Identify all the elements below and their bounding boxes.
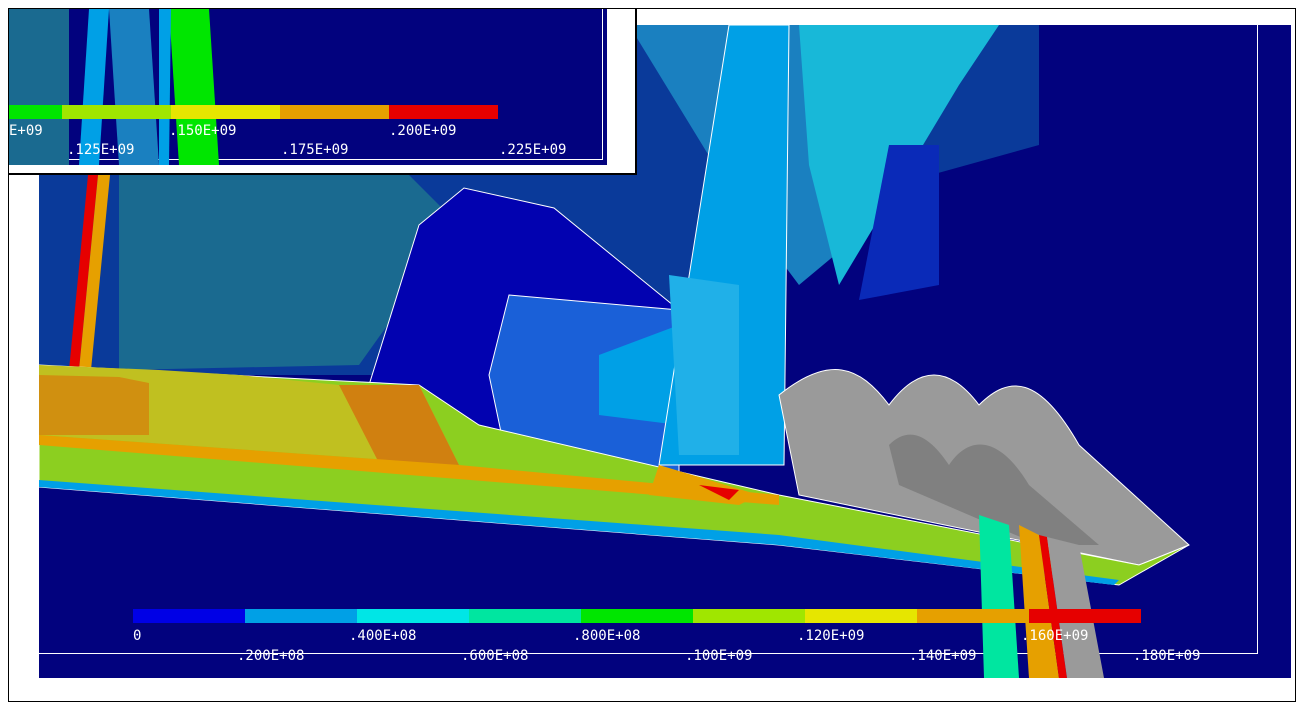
legend-swatch xyxy=(917,609,1029,623)
band-lower-teal xyxy=(979,515,1019,678)
field-red-strip xyxy=(69,165,99,370)
legend-label: .180E+09 xyxy=(1133,648,1200,664)
legend-label: .120E+09 xyxy=(797,628,864,644)
legend-label: 0 xyxy=(133,628,141,644)
legend-label: .150E+09 xyxy=(169,123,236,139)
legend-swatch xyxy=(357,609,469,623)
legend-label: .125E+09 xyxy=(67,142,134,158)
inset-blue-strip xyxy=(79,9,109,165)
legend-label: .400E+08 xyxy=(349,628,416,644)
shaft-contact-peak xyxy=(699,485,739,500)
legend-label: .100E+09 xyxy=(685,648,752,664)
legend-swatch xyxy=(581,609,693,623)
field-dark-blue xyxy=(859,145,939,300)
view-border-line xyxy=(1257,25,1258,653)
inset-contour-view: E+09 .150E+09 .200E+09 .125E+09 .175E+09 .225… xyxy=(9,9,607,165)
contour-legend: 0 .400E+08 .800E+08 .120E+09 .160E+09 .200E+0… xyxy=(133,609,1200,664)
legend-swatch xyxy=(171,105,280,119)
stress-contour-view: 0 .400E+08 .800E+08 .120E+09 .160E+09 .200E+0… xyxy=(39,25,1291,678)
inset-border-line-bottom xyxy=(9,159,603,160)
band-lower-red xyxy=(1039,535,1067,678)
inset-frame: E+09 .150E+09 .200E+09 .125E+09 .175E+09 .225… xyxy=(9,9,637,175)
inset-teal-region xyxy=(9,9,69,165)
band-lower-grey xyxy=(1047,537,1104,678)
threaded-tip-shade xyxy=(889,434,1099,545)
shaft-top-orange-right xyxy=(339,385,459,465)
band-lower-orange xyxy=(1019,525,1059,678)
legend-swatch xyxy=(62,105,171,119)
inset-cyan-strip xyxy=(159,9,171,165)
legend-swatch xyxy=(389,105,498,119)
legend-swatch xyxy=(9,105,62,119)
shaft-orange-band xyxy=(39,435,779,505)
legend-swatch xyxy=(805,609,917,623)
inset-green-strip xyxy=(169,9,219,165)
legend-swatch xyxy=(693,609,805,623)
legend-swatch xyxy=(245,609,357,623)
legend-label: .140E+09 xyxy=(909,648,976,664)
strut-face xyxy=(669,275,739,455)
legend-label: .175E+09 xyxy=(281,142,348,158)
shaft-top-orange xyxy=(39,375,149,435)
legend-label: .800E+08 xyxy=(573,628,640,644)
legend-label: .160E+09 xyxy=(1021,628,1088,644)
inset-mid-strip xyxy=(109,9,159,165)
inset-contour-legend: E+09 .150E+09 .200E+09 .125E+09 .175E+09 .225… xyxy=(9,105,566,158)
view-border-line-bottom xyxy=(39,653,1258,654)
field-orange-strip xyxy=(79,165,111,370)
legend-swatch xyxy=(1029,609,1141,623)
legend-label: .600E+08 xyxy=(461,648,528,664)
legend-label: .200E+09 xyxy=(389,123,456,139)
inset-border-line xyxy=(602,9,603,159)
main-plot-frame: 0 .400E+08 .800E+08 .120E+09 .160E+09 .200E+0… xyxy=(8,8,1296,702)
field-teal-left xyxy=(119,155,459,370)
roller-face-highlight xyxy=(599,325,679,425)
legend-swatch xyxy=(133,609,245,623)
legend-label: .200E+08 xyxy=(237,648,304,664)
legend-label: E+09 xyxy=(9,123,43,139)
legend-label: .225E+09 xyxy=(499,142,566,158)
inset-background xyxy=(9,9,607,165)
legend-swatch xyxy=(280,105,389,119)
shaft-underside xyxy=(39,480,1119,585)
legend-swatch xyxy=(469,609,581,623)
